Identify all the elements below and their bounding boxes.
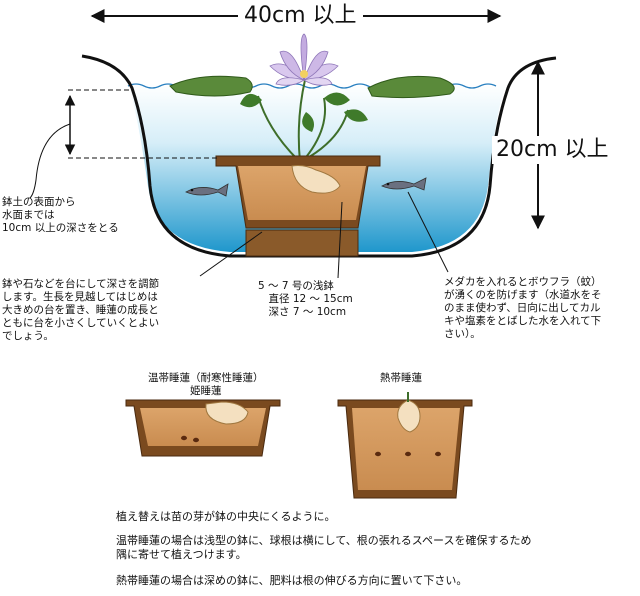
medaka-callout: メダカを入れるとボウフラ（蚊） が湧くのを防げます（水道水をそ のまま使わず、日… — [444, 276, 602, 340]
lily-pad-left — [169, 75, 253, 97]
medaka-fish-right-icon — [381, 177, 427, 191]
water-lily-flower-icon — [269, 33, 339, 86]
submerged-leaf-2 — [344, 109, 368, 122]
width-label: 40cm 以上 — [238, 4, 363, 28]
submerged-leaf-1 — [324, 92, 350, 106]
submerged-leaf-3 — [240, 93, 262, 108]
medaka-fish-left-icon — [185, 183, 229, 197]
soil-depth-leader — [29, 123, 71, 199]
lily-pad-right — [367, 75, 455, 99]
tropical-tuber — [397, 399, 421, 433]
soil-depth-callout: 鉢土の表面から 水面までは 10cm 以上の深さをとる — [2, 196, 119, 234]
tropical-pot-soil — [352, 408, 460, 490]
temperate-rhizome — [205, 401, 249, 425]
shallow-pot-leader — [337, 201, 343, 279]
temperate-pot-label: 温帯睡蓮（耐寒性睡蓮） 姫睡蓮 — [148, 372, 264, 397]
temperate-fertilizer — [181, 435, 199, 443]
depth-label: 20cm 以上 — [492, 136, 613, 164]
pot-stand — [245, 229, 359, 257]
submerged-leaf-4 — [302, 112, 314, 132]
lily-rhizome — [291, 165, 341, 194]
medaka-leader — [407, 191, 449, 273]
note-temperate: 温帯睡蓮の場合は浅型の鉢に、球根は横にして、根の張れるスペースを確保するため 隅… — [116, 534, 532, 561]
tropical-fertilizer — [375, 451, 441, 457]
tropical-pot-label: 熱帯睡蓮 — [380, 372, 422, 384]
raise-pot-leader — [199, 231, 263, 277]
note-replant: 植え替えは苗の芽が鉢の中央にくるように。 — [116, 510, 336, 523]
raise-pot-callout: 鉢や石などを台にして深さを調節 します。生長を見越してはじめは 大きめの台を置き… — [2, 278, 160, 342]
shallow-pot-callout: 5 ～ 7 号の浅鉢 直径 12 ～ 15cm 深さ 7 ～ 10cm — [258, 280, 353, 318]
note-tropical: 熱帯睡蓮の場合は深めの鉢に、肥料は根の伸びる方向に置いて下さい。 — [116, 574, 468, 587]
basin-outline — [81, 54, 557, 258]
